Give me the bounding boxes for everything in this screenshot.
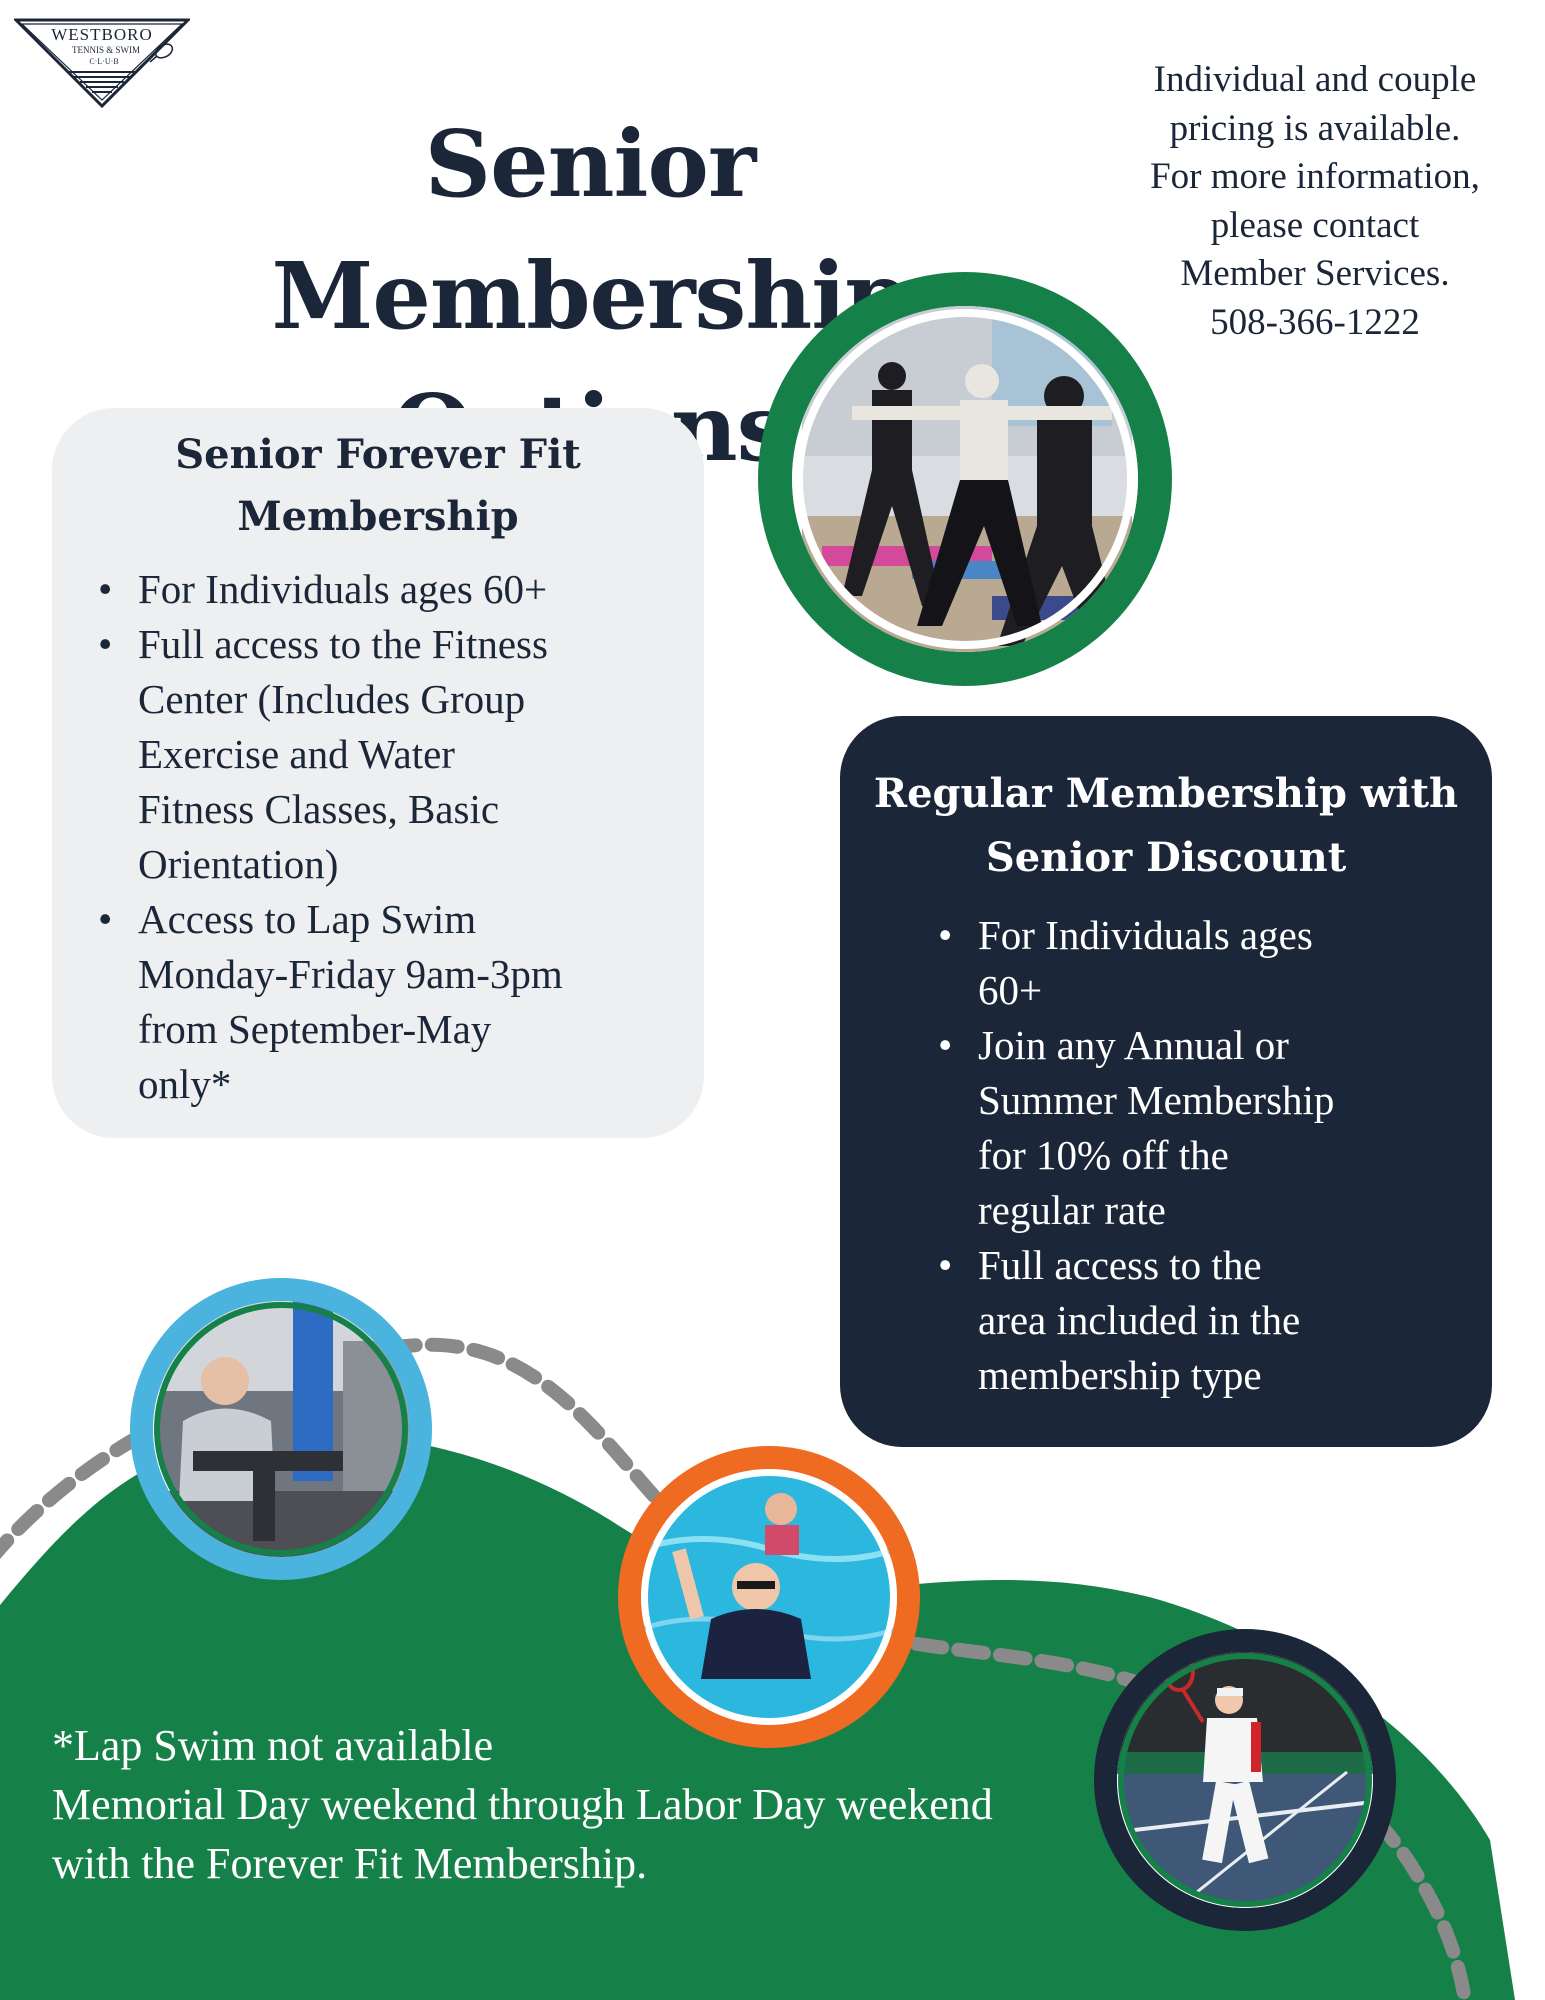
list-item-text: Full access to the Fitness: [138, 621, 548, 667]
bullet-icon: •: [98, 566, 113, 612]
list-item-text: only*: [138, 1061, 232, 1107]
group-exercise-photo: [792, 306, 1138, 652]
fitness-machine-photo: [153, 1301, 409, 1557]
svg-text:C·L·U·B: C·L·U·B: [89, 57, 118, 66]
list-item-text: regular rate: [978, 1187, 1166, 1233]
list-item-text: Summer Membership: [978, 1077, 1335, 1123]
forever-fit-list: • For Individuals ages 60+ • Full access to…: [98, 562, 698, 1112]
contact-line: 508-366-1222: [1210, 301, 1420, 343]
list-item-text: For Individuals ages: [978, 912, 1313, 958]
list-item-text: Access to Lap Swim: [138, 896, 477, 942]
logo-emblem: WESTBORO TENNIS & SWIM C·L·U·B: [12, 18, 192, 109]
list-item-text: For Individuals ages 60+: [138, 566, 548, 612]
bullet-icon: •: [98, 621, 113, 667]
contact-line: pricing is available.: [1169, 107, 1461, 149]
regular-membership-card: [840, 716, 1492, 1447]
forever-fit-title: Senior Forever Fit Membership: [175, 431, 581, 540]
list-item: • For Individuals ages 60+: [98, 562, 698, 617]
bullet-icon: •: [938, 1022, 953, 1068]
list-item-text: 60+: [978, 967, 1043, 1013]
footnote-line-1: *Lap Swim not available: [52, 1721, 494, 1770]
list-item-text: from September-May: [138, 1006, 492, 1052]
contact-line: please contact: [1210, 204, 1420, 246]
tennis-photo: [1117, 1652, 1373, 1908]
footnote-line-3: with the Forever Fit Membership.: [52, 1839, 648, 1888]
list-item-text: for 10% off the: [978, 1132, 1229, 1178]
footnote-line-2: Memorial Day weekend through Labor Day w…: [52, 1780, 993, 1829]
title-line-1: Senior Membership: [271, 110, 909, 350]
regular-membership-title: Regular Membership with Senior Discount: [873, 770, 1459, 881]
list-item-text: Fitness Classes, Basic: [138, 786, 500, 832]
contact-line: Individual and couple: [1153, 59, 1477, 100]
tennis-court-image: [1117, 1652, 1373, 1908]
list-item: • Join any Annual or Summer Membership for …: [938, 1018, 1478, 1238]
list-item-text: Monday-Friday 9am-3pm: [138, 951, 563, 997]
contact-info: Individual and couple pricing is availabl…: [1100, 56, 1530, 347]
bullet-icon: •: [938, 912, 953, 958]
list-item: • Full access to the area included in the m…: [938, 1238, 1478, 1403]
forever-fit-card: [52, 408, 704, 1138]
contact-line: Member Services.: [1180, 253, 1450, 294]
swimming-pool-image: [641, 1469, 897, 1725]
list-item-text: Full access to the: [978, 1242, 1262, 1288]
club-logo: WESTBORO TENNIS & SWIM C·L·U·B: [12, 18, 192, 109]
list-item-text: Center (Includes Group: [138, 676, 526, 722]
list-item-text: Exercise and Water: [138, 731, 455, 777]
lap-swim-footnote: *Lap Swim not available Memorial Day wee…: [52, 1716, 1152, 1893]
list-item-text: Join any Annual or: [978, 1022, 1289, 1068]
pool-swim-photo: [641, 1469, 897, 1725]
list-item-text: Orientation): [138, 841, 339, 887]
list-item-text: membership type: [978, 1352, 1262, 1398]
svg-text:WESTBORO: WESTBORO: [51, 25, 153, 44]
list-item: • For Individuals ages 60+: [938, 908, 1478, 1018]
gym-machine-image: [153, 1301, 409, 1557]
bullet-icon: •: [98, 896, 113, 942]
regular-membership-list: • For Individuals ages 60+ • Join any Annual…: [938, 908, 1478, 1403]
list-item-text: area included in the: [978, 1297, 1301, 1343]
svg-text:TENNIS & SWIM: TENNIS & SWIM: [72, 45, 140, 55]
yoga-class-image: [792, 306, 1138, 652]
contact-line: For more information,: [1150, 156, 1480, 197]
bullet-icon: •: [938, 1242, 953, 1288]
